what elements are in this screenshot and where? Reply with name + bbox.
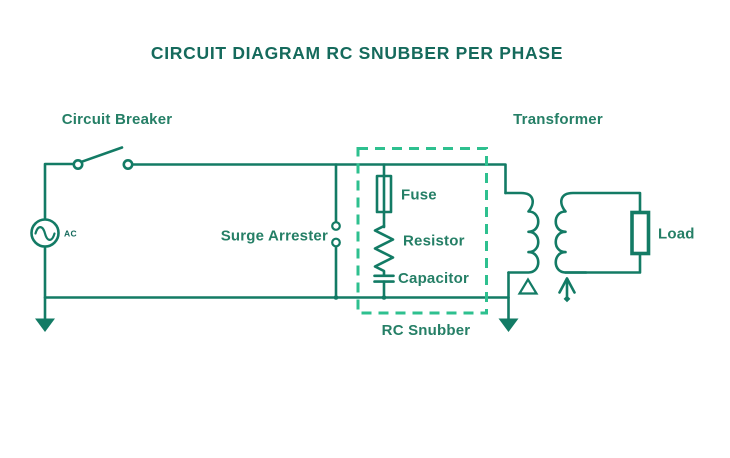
resistor-symbol: [373, 224, 395, 276]
wire-top-left: [43, 162, 75, 221]
capacitor-label: Capacitor: [398, 270, 469, 287]
page-title: CIRCUIT DIAGRAM RC SNUBBER PER PHASE: [151, 43, 563, 63]
fuse-label: Fuse: [401, 187, 437, 204]
ac-source-symbol: [30, 218, 60, 248]
wire-top-bus: [131, 163, 507, 195]
transformer-primary-coil: [504, 191, 540, 274]
fuse-body: [375, 174, 393, 214]
circuit-breaker-symbol: [72, 159, 134, 171]
wye-ground-icon: [558, 277, 576, 303]
surge-arrester-symbol: [331, 163, 341, 299]
transformer-label: Transformer: [513, 111, 603, 128]
transformer-secondary-coil: [554, 191, 642, 274]
load-symbol: [630, 210, 651, 256]
load-label: Load: [658, 226, 695, 243]
ac-source-circle: [30, 218, 60, 248]
ground-arrow-icon: [35, 318, 55, 332]
sine-wave-icon: [34, 226, 56, 241]
surge-arrester-label: Surge Arrester: [221, 228, 328, 245]
wye-foot: [563, 295, 571, 303]
resistor-label: Resistor: [403, 233, 465, 250]
breaker-contact-right: [122, 159, 134, 171]
wiring: [43, 146, 510, 321]
breaker-blade: [80, 146, 124, 164]
arrester-gap-bottom: [331, 237, 341, 248]
rc-snubber-label: RC Snubber: [382, 322, 471, 339]
rc-snubber-box: [356, 147, 488, 315]
circuit-breaker-label: Circuit Breaker: [62, 111, 173, 128]
arrester-gap-top: [331, 221, 341, 231]
ground-arrow-icon: [498, 318, 519, 332]
transformer-symbol: [504, 191, 642, 303]
fuse-symbol: [375, 163, 393, 229]
breaker-contact-left: [72, 159, 84, 171]
ac-label: AC: [64, 229, 77, 239]
capacitor-symbol: [373, 274, 395, 299]
delta-winding-icon: [517, 277, 539, 295]
